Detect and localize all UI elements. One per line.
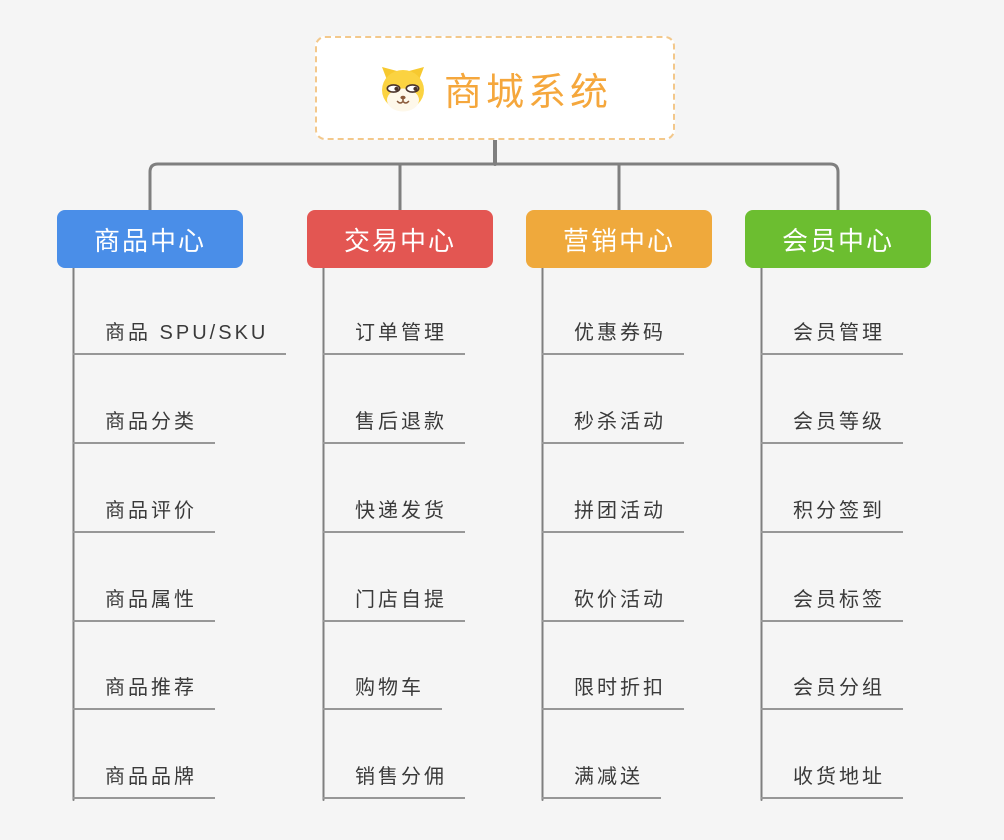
leaf-topic[interactable]: 拼团活动 — [542, 498, 684, 533]
dog-face-icon — [381, 67, 424, 112]
root-topic[interactable]: 商城系统 — [315, 36, 675, 140]
leaf-topic[interactable]: 商品品牌 — [73, 764, 215, 799]
leaf-topic[interactable]: 商品评价 — [73, 498, 215, 533]
leaf-topic[interactable]: 会员等级 — [761, 409, 903, 444]
leaf-topic[interactable]: 会员管理 — [761, 320, 903, 355]
leaf-topic[interactable]: 商品推荐 — [73, 675, 215, 710]
leaf-topic[interactable]: 收货地址 — [761, 764, 903, 799]
leaf-topic[interactable]: 会员标签 — [761, 587, 903, 622]
leaf-topic[interactable]: 商品分类 — [73, 409, 215, 444]
branch-topic-product-center[interactable]: 商品中心 — [57, 210, 243, 268]
leaf-topic[interactable]: 订单管理 — [323, 320, 465, 355]
leaf-topic[interactable]: 秒杀活动 — [542, 409, 684, 444]
leaf-topic[interactable]: 快递发货 — [323, 498, 465, 533]
leaf-topic[interactable]: 砍价活动 — [542, 587, 684, 622]
branch-topic-marketing-center[interactable]: 营销中心 — [526, 210, 712, 268]
branch-topic-trade-center[interactable]: 交易中心 — [307, 210, 493, 268]
leaf-topic[interactable]: 满减送 — [542, 764, 661, 799]
leaf-topic[interactable]: 会员分组 — [761, 675, 903, 710]
leaf-topic[interactable]: 积分签到 — [761, 498, 903, 533]
leaf-topic[interactable]: 商品属性 — [73, 587, 215, 622]
root-title: 商城系统 — [443, 71, 612, 114]
leaf-topic[interactable]: 限时折扣 — [542, 675, 684, 710]
leaf-topic[interactable]: 销售分佣 — [323, 764, 465, 799]
leaf-topic[interactable]: 门店自提 — [323, 587, 465, 622]
bus-connector — [148, 162, 840, 212]
leaf-topic[interactable]: 商品 SPU/SKU — [73, 320, 287, 355]
leaf-topic[interactable]: 售后退款 — [323, 409, 465, 444]
leaf-topic[interactable]: 优惠券码 — [542, 320, 684, 355]
leaf-topic[interactable]: 购物车 — [323, 675, 442, 710]
branch-topic-member-center[interactable]: 会员中心 — [745, 210, 931, 268]
